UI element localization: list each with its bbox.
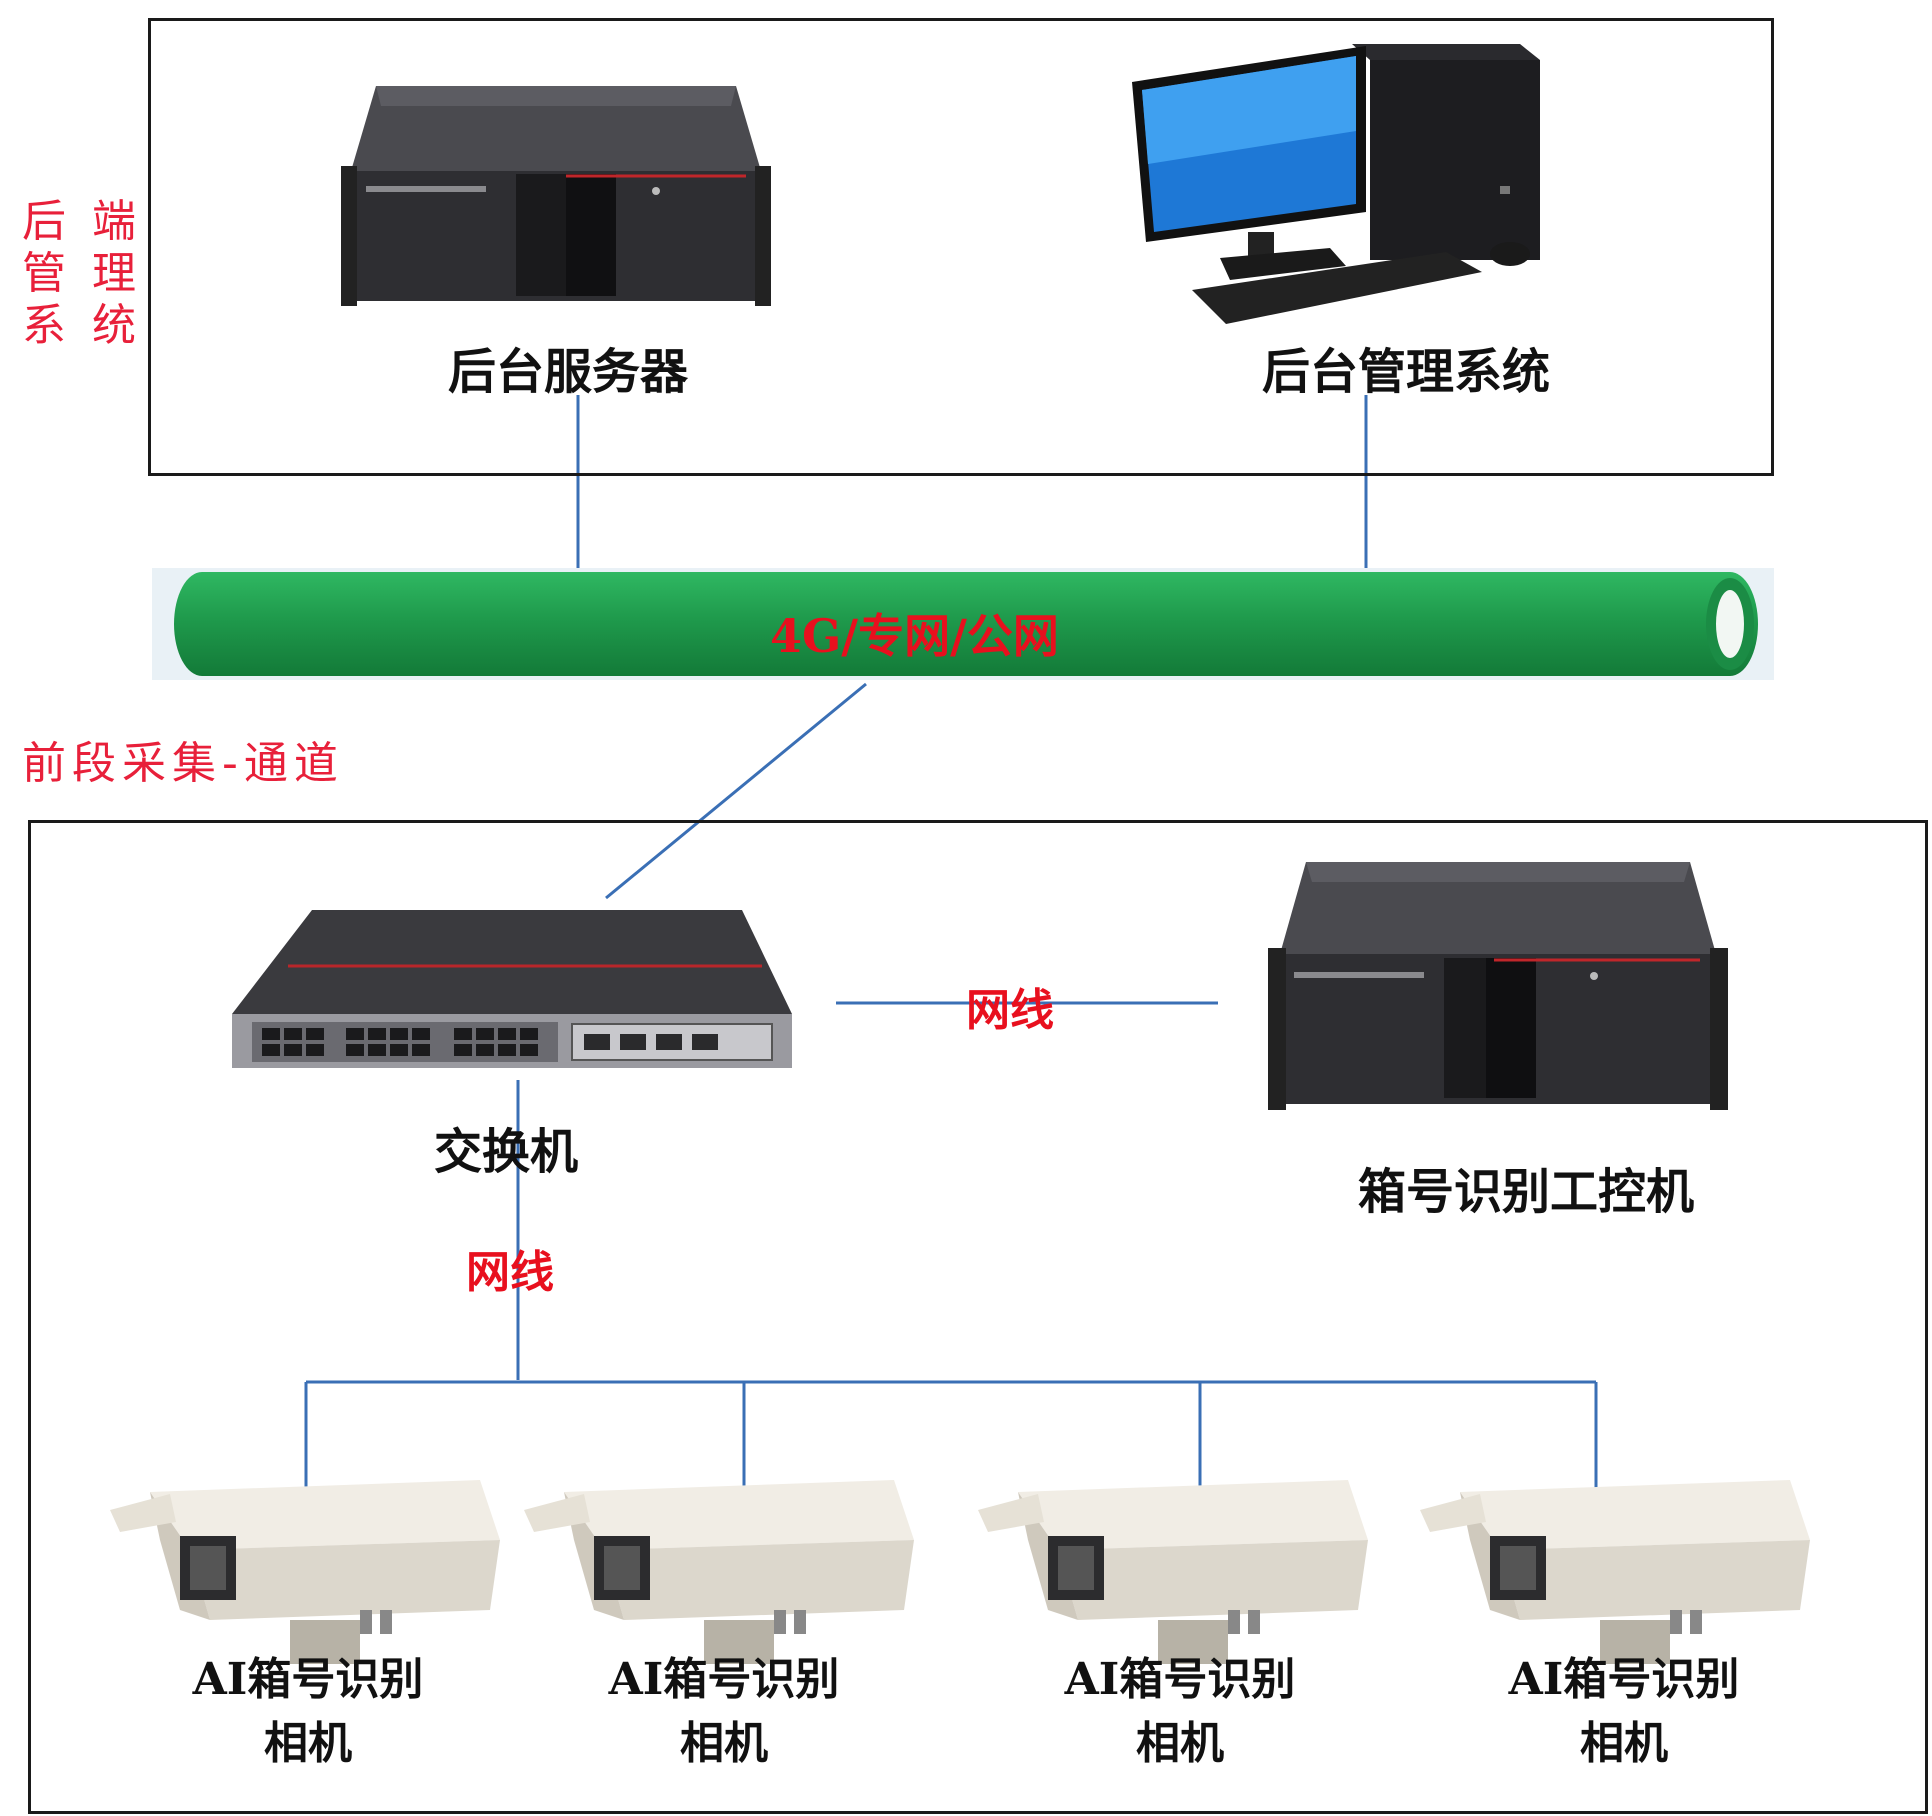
camera-2-image xyxy=(524,1480,914,1664)
camera-2-label-line2: 相机 xyxy=(680,1718,768,1769)
network-pipe-label: 4G/专网/公网 xyxy=(770,609,1059,663)
backend-side-label: 后 端 管 理 系 统 xyxy=(22,196,142,352)
camera-4-image xyxy=(1420,1480,1810,1664)
backend-pc-label: 后台管理系统 xyxy=(1261,344,1550,400)
switch-ipc-link-label: 网线 xyxy=(966,985,1054,1036)
camera-1-image xyxy=(110,1480,500,1664)
camera-1-label-line2: 相机 xyxy=(264,1718,352,1769)
camera-3-label: AI箱号识别 相机 xyxy=(1000,1648,1360,1776)
industrial-pc-label: 箱号识别工控机 xyxy=(1357,1164,1694,1220)
network-pipe xyxy=(152,568,1774,680)
camera-3-image xyxy=(978,1480,1368,1664)
camera-1-label: AI箱号识别 相机 xyxy=(128,1648,488,1776)
backend-server-label: 后台服务器 xyxy=(447,344,688,400)
switch-camera-link-label: 网线 xyxy=(466,1247,554,1298)
frontend-side-label: 前段采集-通道 xyxy=(22,738,344,789)
backend-side-label-line3: 系 统 xyxy=(22,300,142,351)
camera-1-label-line1: AI箱号识别 xyxy=(192,1654,424,1705)
frontend-box xyxy=(28,820,1928,1814)
camera-2-label: AI箱号识别 相机 xyxy=(544,1648,904,1776)
backend-side-label-line2: 管 理 xyxy=(22,248,142,299)
camera-2-label-line1: AI箱号识别 xyxy=(608,1654,840,1705)
industrial-pc-image xyxy=(1268,862,1728,1110)
camera-4-label-line2: 相机 xyxy=(1580,1718,1668,1769)
camera-3-label-line1: AI箱号识别 xyxy=(1064,1654,1296,1705)
switch-image xyxy=(232,910,792,1068)
camera-4-label-line1: AI箱号识别 xyxy=(1508,1654,1740,1705)
switch-uplink xyxy=(605,682,867,900)
backend-pc-image xyxy=(1132,44,1540,324)
switch-label: 交换机 xyxy=(433,1124,578,1180)
camera-4-label: AI箱号识别 相机 xyxy=(1444,1648,1804,1776)
camera-3-label-line2: 相机 xyxy=(1136,1718,1224,1769)
backend-side-label-line1: 后 端 xyxy=(22,196,142,247)
backend-box xyxy=(148,18,1774,476)
backend-server-image xyxy=(341,86,771,306)
